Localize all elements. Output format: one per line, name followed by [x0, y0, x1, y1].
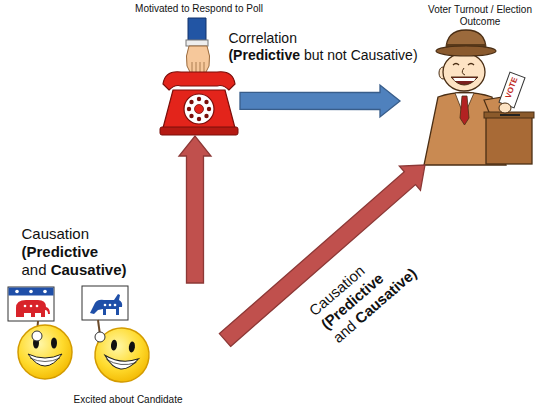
- node-heading: Excited about Candidate: [64, 394, 192, 406]
- supporters-icon-part-part: [43, 290, 47, 294]
- telephone-icon-part-part: [189, 100, 193, 104]
- supporters-icon-part-part: [128, 341, 135, 353]
- node-heading: Voter Turnout / Election Outcome: [424, 4, 536, 28]
- supporters-icon-part: [18, 325, 72, 379]
- edge-label: Causation (Predictive and Causative): [21, 225, 126, 279]
- block-arrow: [179, 136, 211, 283]
- telephone-icon-part: [184, 94, 214, 124]
- telephone-icon-part: [163, 72, 235, 90]
- telephone-icon: [160, 18, 238, 135]
- telephone-icon-part-part: [204, 114, 208, 118]
- voter-figure-part: [486, 116, 532, 164]
- ballot-text: VOTE: [505, 76, 520, 99]
- picture-node: Motivated to Respond to Poll: [158, 18, 240, 136]
- voter-figure: [424, 30, 534, 165]
- supporters-icon: [8, 286, 152, 385]
- telephone-icon-part: [192, 62, 204, 73]
- voter-figure-part: [453, 64, 474, 66]
- voter-figure-part: [460, 96, 469, 125]
- telephone-icon-part: [160, 127, 238, 135]
- supporters-icon-part-part: [92, 325, 151, 384]
- telephone-icon-part: [163, 90, 235, 128]
- supporters-icon-part-part: [16, 300, 50, 317]
- supporters-icon-part-part: [29, 290, 33, 294]
- voter-figure-part: [436, 46, 496, 56]
- telephone-icon-part-part: [197, 117, 201, 121]
- telephone-icon-part-part: [187, 107, 191, 111]
- telephone-icon-part-part: [204, 100, 208, 104]
- supporters-icon-part-part: [109, 304, 112, 307]
- node-heading: Motivated to Respond to Poll: [96, 3, 302, 15]
- supporters-icon-part-part: [104, 355, 139, 370]
- supporters-icon-part: [32, 331, 42, 341]
- voter-figure-part: [462, 68, 465, 75]
- supporters-icon-part-part: [104, 304, 107, 307]
- block-arrow: [219, 165, 425, 346]
- supporters-icon-part-part: [51, 338, 57, 349]
- supporters-icon-part-part: [90, 294, 122, 315]
- voter-figure-part: [484, 112, 534, 118]
- voter-figure-part: [453, 78, 476, 81]
- telephone-icon-part: [186, 40, 208, 46]
- supporters-icon-part: [82, 286, 128, 320]
- supporters-icon-part: [8, 287, 54, 321]
- telephone-icon-part-part: [189, 114, 193, 118]
- supporters-icon-part-part: [28, 354, 62, 366]
- supporters-icon-part-part: [114, 304, 117, 307]
- supporters-icon-part-part: [9, 288, 54, 296]
- telephone-icon-part: [188, 18, 206, 42]
- telephone-icon-part: [187, 97, 211, 121]
- voter-figure-part: [500, 114, 520, 116]
- block-arrow: [240, 85, 400, 117]
- edge-label: Correlation (Predictive but not Causativ…: [228, 30, 417, 64]
- supporters-icon-part-part: [15, 290, 19, 294]
- supporters-icon-part: [95, 332, 105, 342]
- supporters-icon-part-part: [82, 286, 128, 320]
- supporters-icon-part-part: [8, 287, 54, 321]
- telephone-icon-part: [186, 46, 209, 74]
- telephone-icon-part-part: [207, 107, 211, 111]
- voter-figure-part: [499, 72, 525, 108]
- supporters-icon-part-part: [30, 305, 33, 308]
- picture-node: Voter Turnout / Election Outcome: [400, 32, 535, 165]
- voter-figure-part: [499, 103, 511, 113]
- supporters-icon-part-part: [30, 358, 60, 362]
- picture-node: Excited about Candidate: [5, 283, 225, 392]
- supporters-icon-part-part: [106, 359, 136, 366]
- edge-label: Causation (Predictive and Causative): [306, 237, 421, 347]
- telephone-icon-part: [195, 105, 204, 114]
- telephone-icon-part-part: [197, 97, 201, 101]
- supporters-icon-part-part: [24, 305, 27, 308]
- supporters-icon-part-part: [36, 305, 39, 308]
- supporters-icon-part-part: [18, 325, 72, 379]
- supporters-icon-part-part: [110, 339, 117, 351]
- voter-figure-part: [451, 77, 478, 85]
- supporters-icon-part: [92, 325, 151, 384]
- voter-figure-part: [443, 53, 485, 91]
